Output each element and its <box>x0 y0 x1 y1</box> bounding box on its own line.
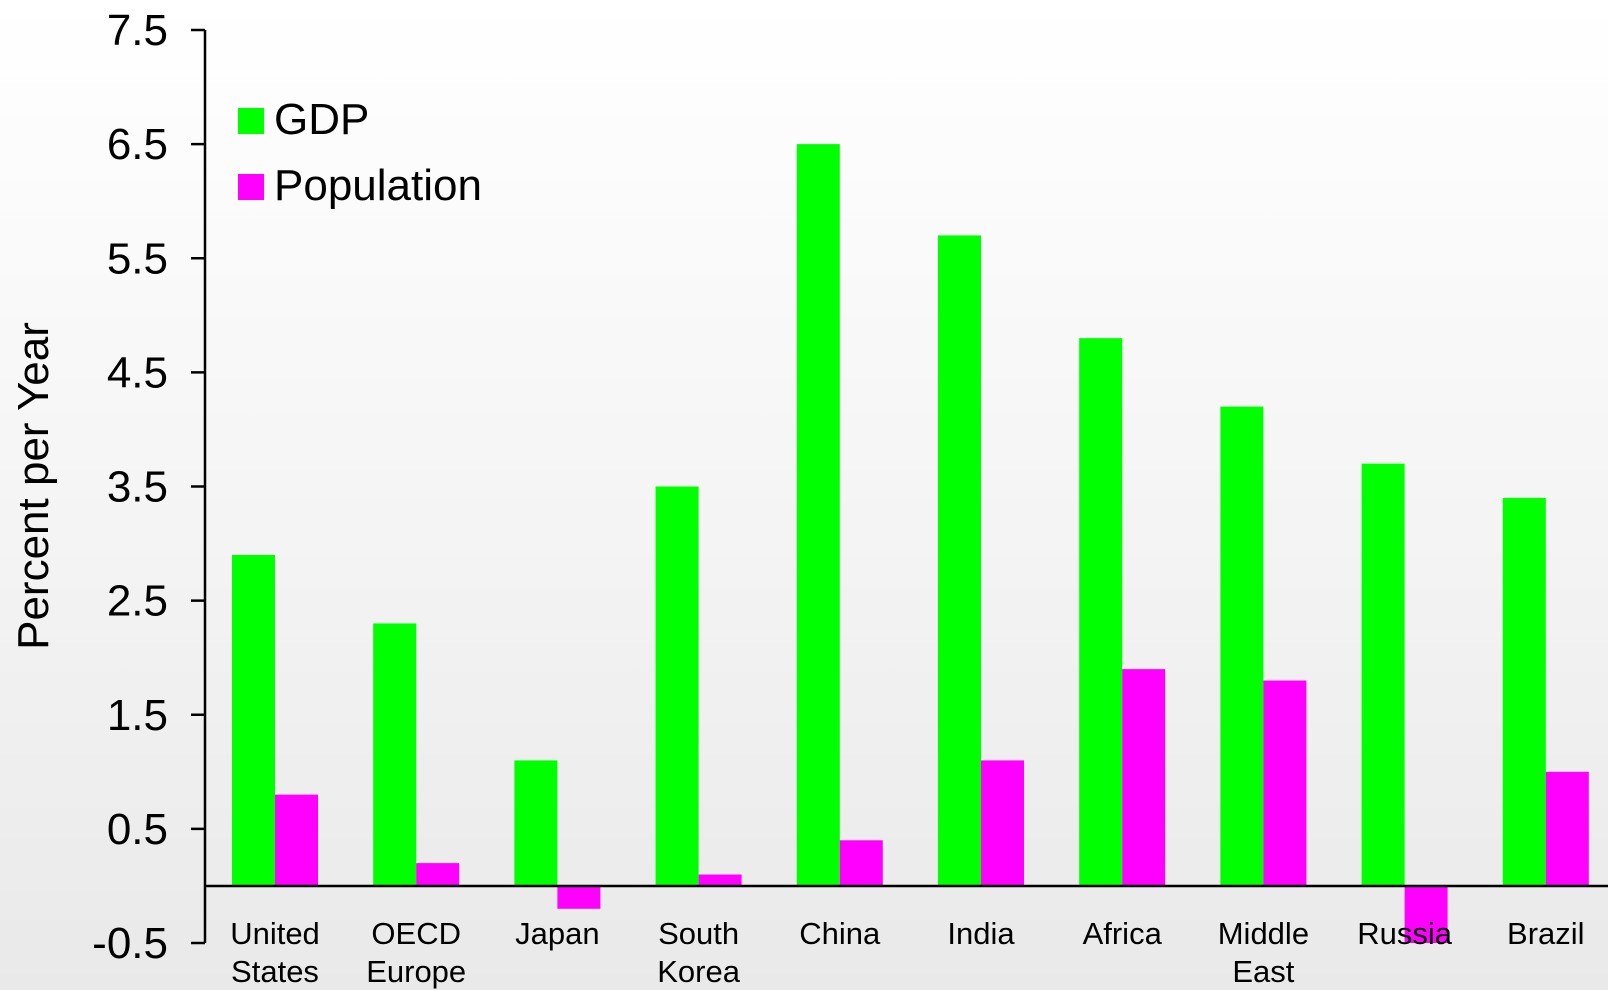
bar-gdp-7 <box>1220 406 1264 886</box>
x-category-label-line: Russia <box>1357 916 1453 951</box>
y-tick-label: 5.5 <box>107 234 168 283</box>
y-axis-ticks: 7.5 6.5 5.5 4.5 3.5 2.5 1.5 0.5 -0.5 <box>92 6 205 968</box>
x-category-label: Africa <box>1083 916 1163 951</box>
x-category-label-line: Brazil <box>1507 916 1585 951</box>
legend-swatch-population <box>238 174 264 200</box>
y-tick-label: 3.5 <box>107 463 168 512</box>
legend: GDP Population <box>238 95 482 210</box>
y-tick-label: 4.5 <box>107 348 168 397</box>
bar-gdp-8 <box>1361 463 1405 886</box>
y-axis-title: Percent per Year <box>9 322 58 650</box>
y-tick-label: 0.5 <box>107 805 168 854</box>
bar-population-4 <box>839 840 883 886</box>
x-category-label: Japan <box>515 916 599 951</box>
x-category-label-line: Middle <box>1218 916 1309 951</box>
legend-label-gdp: GDP <box>274 95 369 144</box>
x-category-label-line: Korea <box>657 954 740 989</box>
bar-population-8 <box>1404 885 1448 943</box>
bar-population-7 <box>1263 680 1307 886</box>
bar-population-6 <box>1122 669 1166 886</box>
x-category-label-line: States <box>231 954 319 989</box>
bar-gdp-3 <box>655 486 699 886</box>
y-tick-label: 1.5 <box>107 691 168 740</box>
bar-gdp-9 <box>1502 497 1546 886</box>
legend-label-population: Population <box>274 161 482 210</box>
bar-population-3 <box>698 874 742 886</box>
bar-gdp-1 <box>373 623 417 886</box>
bar-population-9 <box>1545 771 1589 886</box>
legend-swatch-gdp <box>238 108 264 134</box>
x-category-label-line: East <box>1232 954 1294 989</box>
x-category-label: Russia <box>1357 916 1453 951</box>
x-category-label-line: India <box>947 916 1015 951</box>
bars-layer <box>232 144 1589 943</box>
x-category-label: Brazil <box>1507 916 1585 951</box>
x-category-label-line: United <box>230 916 320 951</box>
x-category-label-line: South <box>658 916 739 951</box>
bar-population-0 <box>275 794 318 886</box>
x-category-label-line: Europe <box>366 954 466 989</box>
bar-gdp-5 <box>938 235 981 886</box>
x-category-label-line: China <box>799 916 881 951</box>
y-tick-label: 2.5 <box>107 577 168 626</box>
bar-population-1 <box>416 863 460 886</box>
y-tick-label: -0.5 <box>92 919 168 968</box>
x-category-label: China <box>799 916 881 951</box>
x-category-label-line: Japan <box>515 916 599 951</box>
bar-population-5 <box>981 760 1024 886</box>
y-tick-label: 7.5 <box>107 6 168 55</box>
bar-gdp-4 <box>796 144 840 886</box>
x-category-label-line: Africa <box>1083 916 1163 951</box>
x-category-label-line: OECD <box>371 916 461 951</box>
bar-gdp-0 <box>232 554 275 886</box>
bar-gdp-6 <box>1079 338 1123 886</box>
bar-population-2 <box>557 885 601 909</box>
y-tick-label: 6.5 <box>107 120 168 169</box>
x-category-label: India <box>947 916 1015 951</box>
bar-gdp-2 <box>514 760 558 886</box>
